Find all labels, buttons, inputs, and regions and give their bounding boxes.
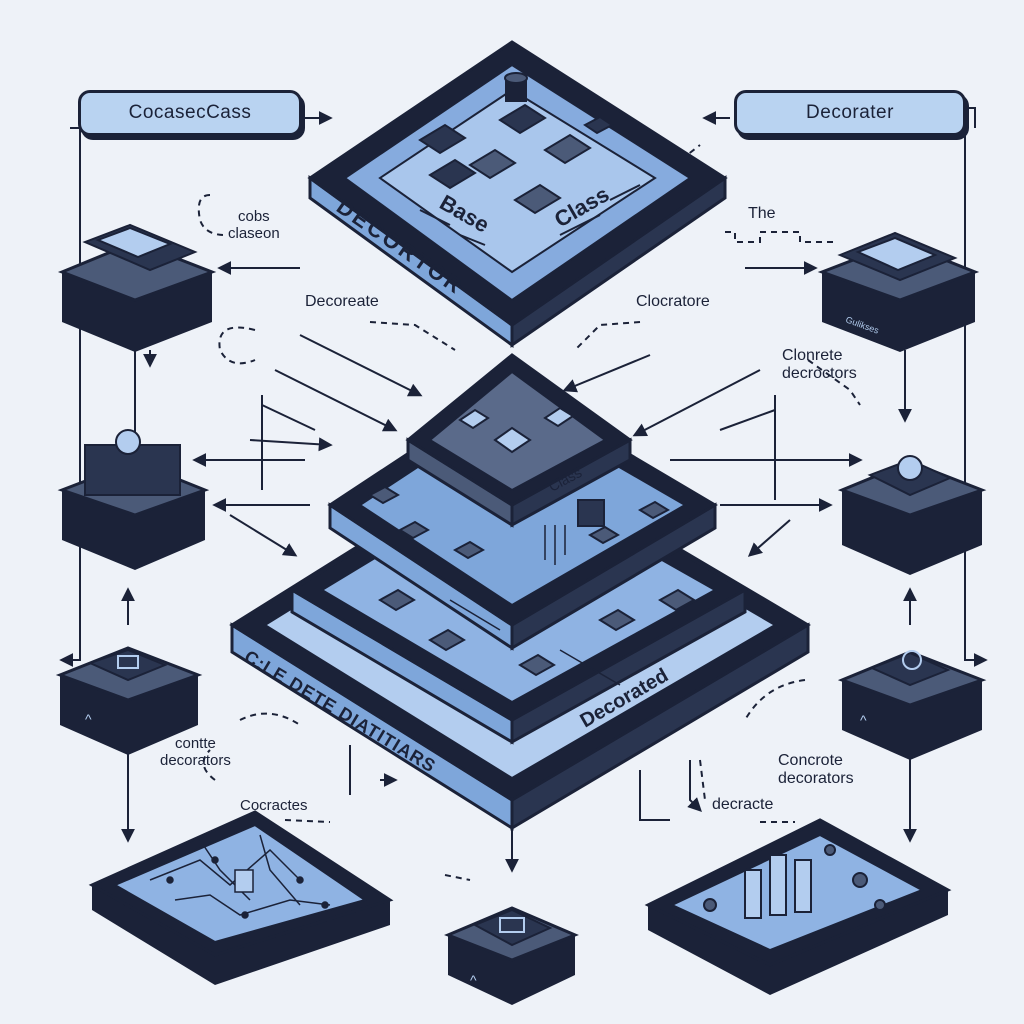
- label-decoreate: Decoreate: [305, 293, 379, 310]
- bottom-left-board: [88, 810, 394, 985]
- left-title-pill: CocasecCass: [78, 90, 302, 136]
- chip-icon: [418, 103, 614, 215]
- right-title-text: Decorater: [806, 102, 894, 123]
- left-box-3: ^: [55, 646, 203, 755]
- left-box-1: [57, 223, 217, 352]
- label-cobs-classeon: cobs claseon: [228, 208, 280, 243]
- left-title-text: CocasecCass: [128, 102, 252, 123]
- bottom-center-box: ^: [444, 906, 579, 1005]
- cube-icon: [504, 72, 528, 102]
- left-box-2: [57, 429, 210, 570]
- arrow-icon: ^: [860, 712, 867, 728]
- right-box-3: ^: [837, 650, 987, 760]
- circuit-board-icon: [703, 844, 886, 919]
- right-box-2: [837, 455, 987, 575]
- arrow-icon: ^: [470, 972, 477, 988]
- bottom-right-board: [644, 818, 952, 995]
- cube-icon: [458, 406, 575, 454]
- label-concrote-decorators: Concrote decorators: [778, 752, 854, 788]
- label-the: The: [748, 205, 776, 222]
- right-title-pill: Decorater: [734, 90, 966, 136]
- label-clonrete-decroctors: Clonrete decroctors: [782, 347, 857, 383]
- circuit-board-icon: [367, 485, 696, 677]
- decorated-stack: Class C:LE DETE DIATITIARS Decorated: [229, 353, 811, 831]
- circuit-board-icon: [149, 834, 331, 919]
- arrow-icon: ^: [85, 711, 92, 727]
- right-box-1: Gulikses: [817, 231, 980, 352]
- dashed-connectors: [197, 144, 861, 881]
- label-decracte: decracte: [712, 796, 774, 813]
- label-contte-decorators: contte decorators: [160, 735, 231, 770]
- label-clocratore: Clocratore: [636, 293, 710, 310]
- label-cocractes: Cocractes: [240, 797, 308, 814]
